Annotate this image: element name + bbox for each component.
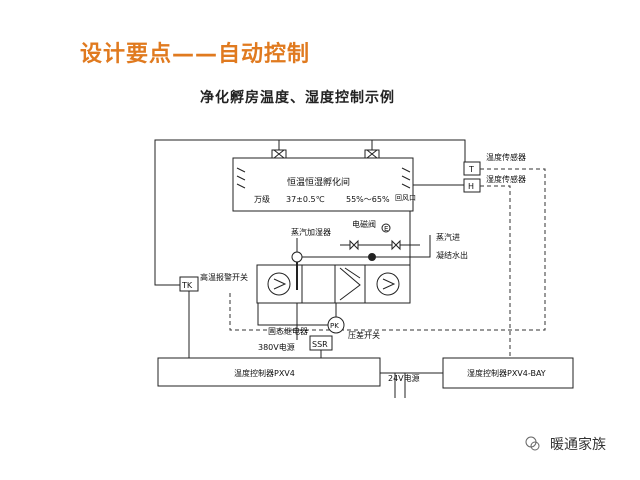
humidity-controller	[442, 357, 574, 389]
fan-icon-left	[267, 272, 291, 296]
fan-icon-right	[376, 272, 400, 296]
ssr-symbol: SSR	[312, 340, 328, 349]
power-24-label: 24V电源	[388, 373, 420, 383]
power-380-label: 380V电源	[258, 342, 295, 352]
tk-symbol: TK	[181, 281, 193, 290]
valve-mark: E	[384, 225, 388, 233]
diagram-title: 净化孵房温度、湿度控制示例	[200, 90, 395, 106]
slide-title: 设计要点——自动控制	[80, 42, 311, 67]
supply-duct-line	[154, 139, 466, 286]
solenoid-valve-icon	[349, 223, 391, 251]
humidity-controller-label: 湿度控制器PXV4-BAY	[467, 368, 546, 378]
wechat-logo-icon	[525, 436, 540, 451]
ssr-label: 固态继电器	[268, 326, 308, 336]
brand-name: 暖通家族	[550, 437, 606, 453]
brand-watermark: 暖通家族	[524, 434, 606, 454]
vent-icon-right	[401, 167, 411, 189]
pk-label: 压差开关	[348, 330, 380, 340]
temp-sensor-symbol: T	[468, 165, 474, 174]
room-grade: 万级	[254, 194, 270, 204]
room-temperature: 37±0.5℃	[286, 195, 325, 204]
room-vent-right-label: 回风口	[395, 194, 416, 202]
temp-sensor-label: 温度传感器	[486, 152, 526, 162]
solenoid-valve-label: 电磁阀	[352, 219, 376, 229]
humidity-sensor-label: 湿度传感器	[486, 174, 526, 184]
pk-symbol: PK	[330, 322, 339, 330]
humidifier-label: 蒸汽加湿器	[291, 227, 331, 237]
temp-controller-label: 温度控制器PXV4	[234, 368, 295, 378]
steam-valve-icon	[368, 239, 401, 261]
diffuser-icon-right	[364, 140, 380, 159]
diffuser-icon-left	[271, 140, 287, 159]
steam-in-label: 蒸汽进	[436, 232, 460, 242]
room-name: 恒温恒湿孵化间	[287, 176, 350, 188]
tk-label: 高温报警开关	[200, 272, 248, 282]
room-humidity: 55%～65%	[346, 195, 390, 204]
temp-controller	[157, 357, 381, 387]
humidity-sensor-symbol: H	[468, 182, 474, 191]
coil-icon	[339, 267, 361, 301]
condensate-out-label: 凝结水出	[436, 250, 468, 260]
vent-icon-left	[236, 167, 246, 189]
